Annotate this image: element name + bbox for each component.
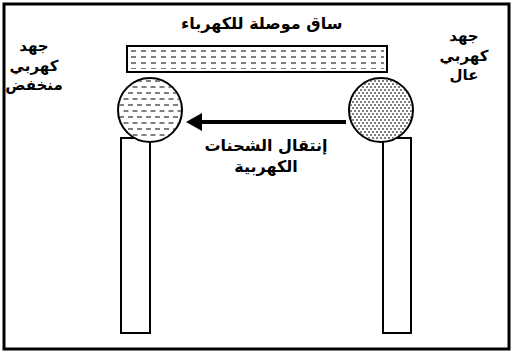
conducting-rod xyxy=(127,46,387,72)
right-stand xyxy=(383,138,411,333)
arrow-label: إنتقال الشحنات الكهربية xyxy=(191,136,341,178)
potential-label: جهد كهربي عال xyxy=(426,27,502,86)
sphere-outline xyxy=(117,77,183,143)
low-potential-sphere: جهد كهربي منخفض xyxy=(117,77,183,143)
high-potential-sphere: جهد كهربي عال xyxy=(348,77,414,143)
sphere-outline xyxy=(348,77,414,143)
left-stand xyxy=(121,138,150,333)
charge-flow-arrow xyxy=(186,113,346,131)
potential-label: جهد كهربي منخفض xyxy=(3,37,65,96)
rod-charges xyxy=(130,49,384,69)
frame xyxy=(4,4,509,349)
rod-label: ساق موصلة للكهرباء xyxy=(181,14,342,33)
